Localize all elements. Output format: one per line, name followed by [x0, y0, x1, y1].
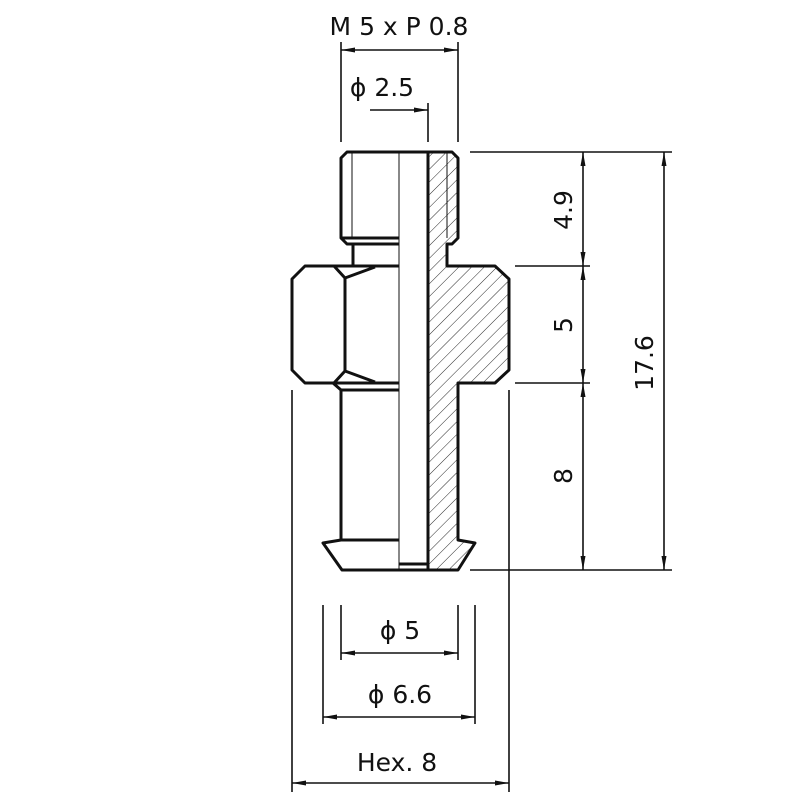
- section-hatch: [428, 152, 509, 570]
- part-outline: [290, 150, 511, 572]
- height-shank-label: 8: [549, 468, 578, 484]
- part-body: [290, 150, 511, 572]
- hex-size-label: Hex. 8: [357, 748, 437, 777]
- height-hex-label: 5: [549, 317, 578, 333]
- dim-flange-diameter: ϕ 6.6: [322, 605, 476, 724]
- dim-shank-diameter: ϕ 5: [340, 605, 459, 660]
- thread-label: M 5 x P 0.8: [330, 12, 469, 41]
- flange-diameter-label: ϕ 6.6: [368, 680, 432, 709]
- hex-chamfer-top: [332, 264, 376, 280]
- dim-hex: Hex. 8: [291, 390, 510, 792]
- shank-diameter-label: ϕ 5: [380, 616, 420, 645]
- dim-thread: M 5 x P 0.8: [330, 12, 469, 142]
- height-thread-label: 4.9: [549, 190, 578, 230]
- height-total-label: 17.6: [630, 335, 659, 391]
- hex-chamfer-bottom: [332, 369, 376, 385]
- dim-heights: 4.9 5 8 17.6: [470, 151, 672, 571]
- dim-bore: ϕ 2.5: [350, 73, 429, 142]
- bore-label: ϕ 2.5: [350, 73, 414, 102]
